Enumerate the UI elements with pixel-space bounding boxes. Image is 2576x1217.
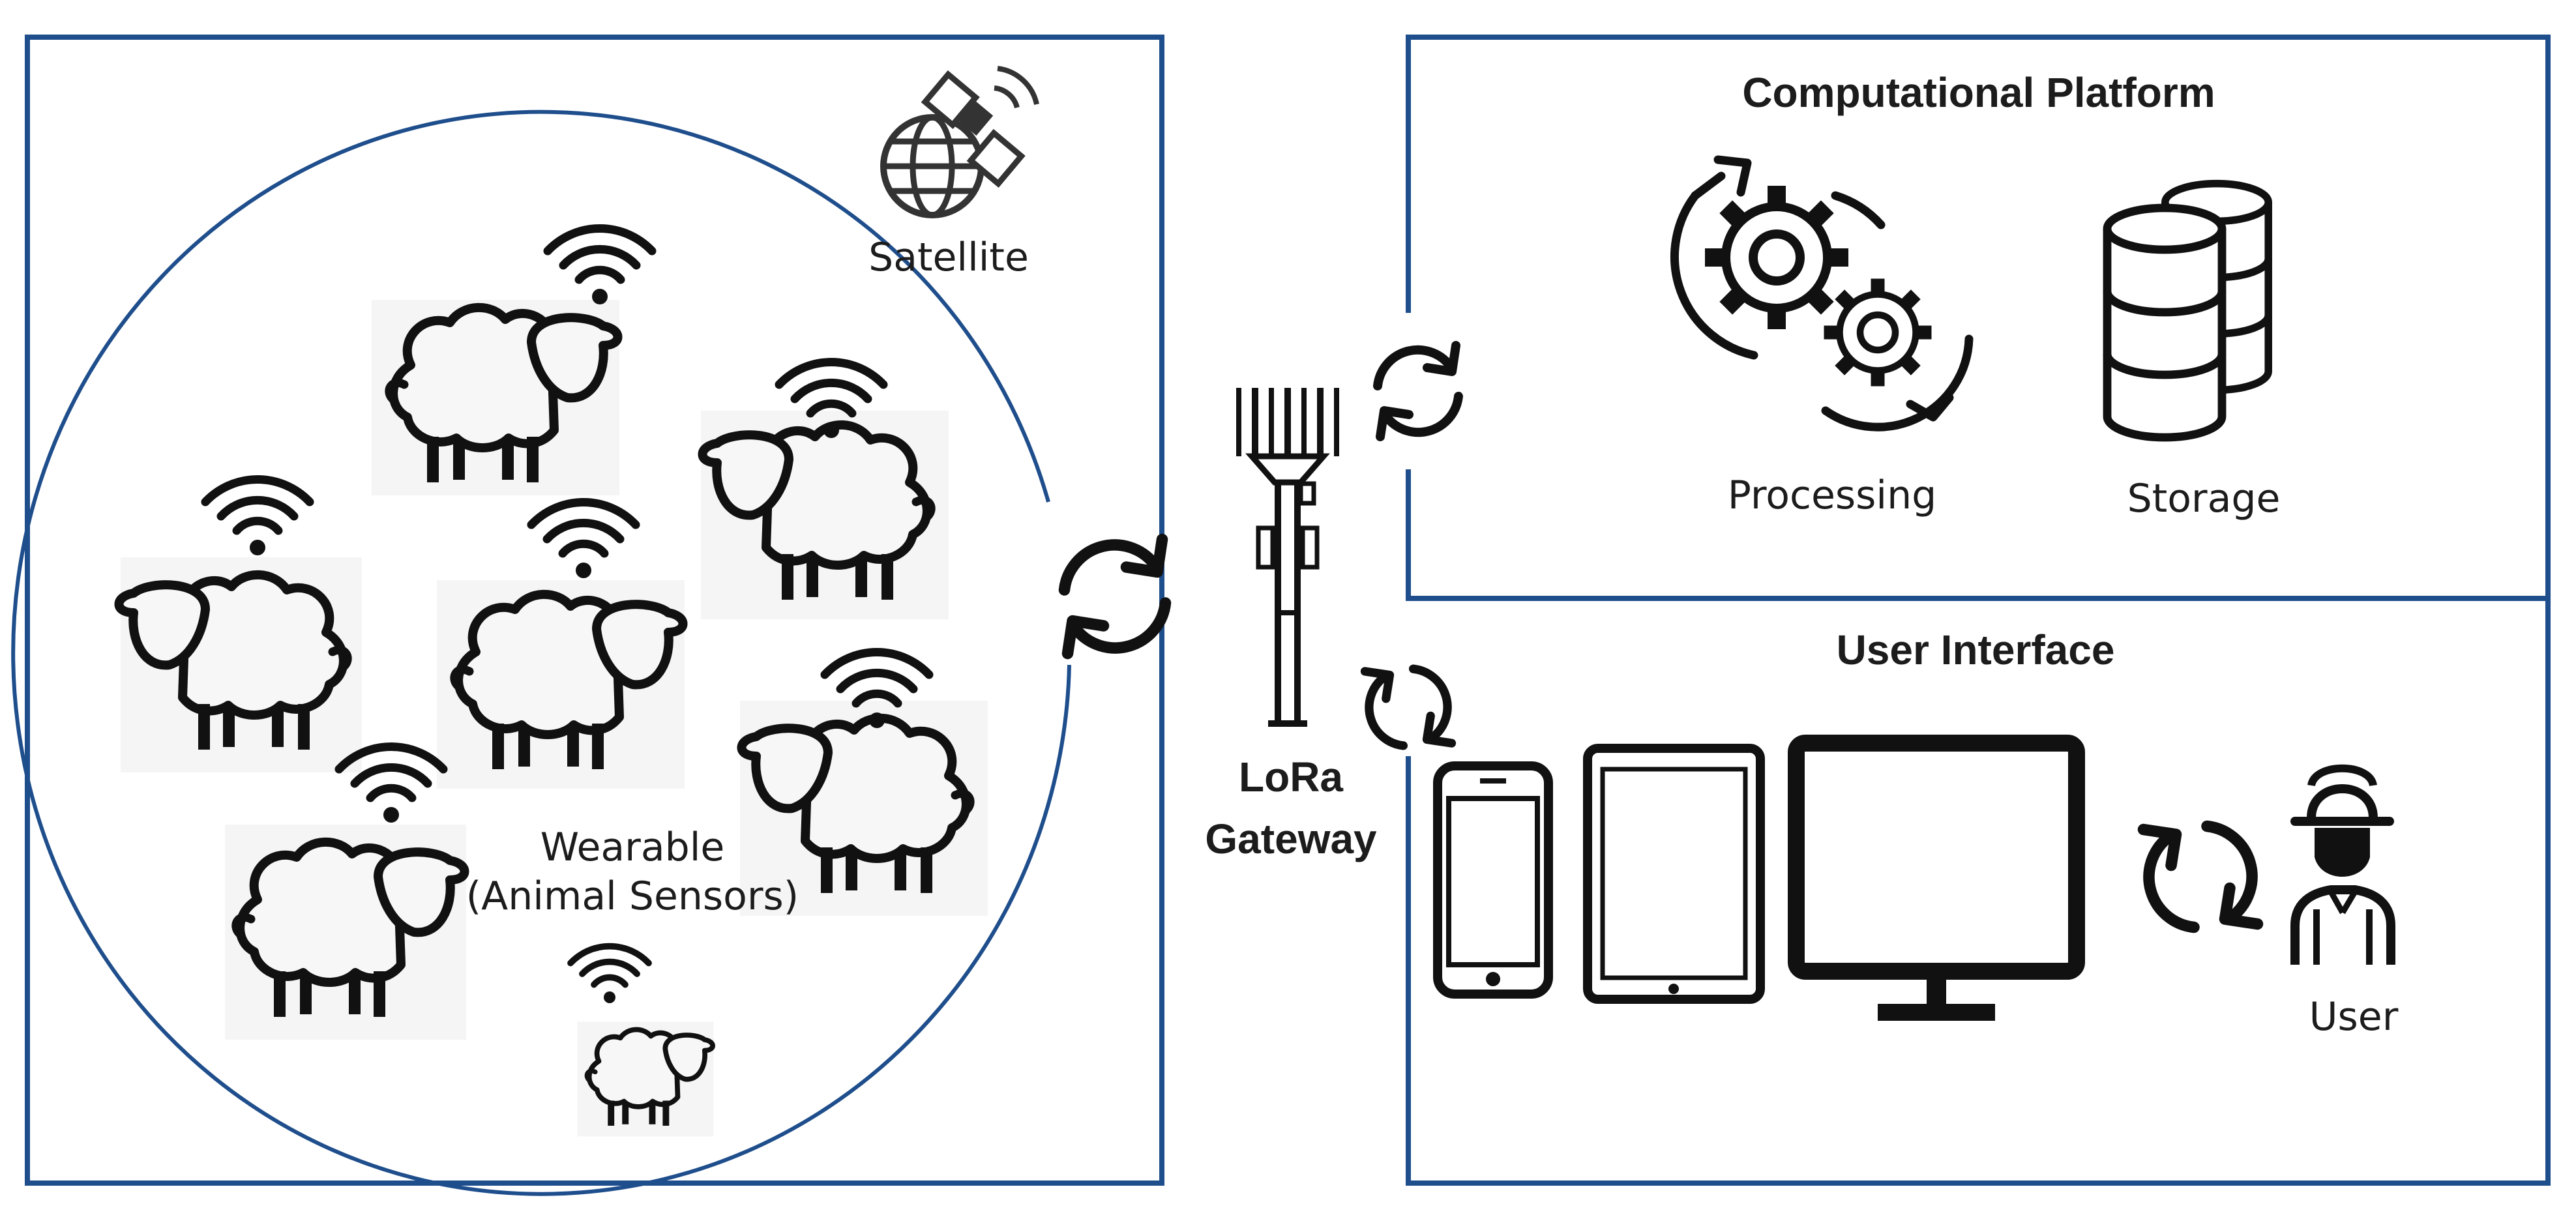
gateway-label-line1: LoRa xyxy=(1239,754,1343,800)
sheep-4 xyxy=(437,580,685,789)
animal-sensors-label: (Animal Sensors) xyxy=(466,873,799,919)
herd-boundary xyxy=(11,110,1071,1196)
user-interface-frame xyxy=(1406,596,2551,1186)
sync-arrows-icon xyxy=(1365,669,1452,746)
sheep-1 xyxy=(372,300,619,495)
gateway-label-line2: Gateway xyxy=(1205,815,1377,862)
sheep-group xyxy=(119,228,988,1137)
user-label: User xyxy=(2309,994,2399,1040)
monitor-icon xyxy=(1788,735,2085,1021)
user-interface-title: User Interface xyxy=(1836,626,2115,673)
cell-tower-icon xyxy=(1236,388,1339,727)
processing-label: Processing xyxy=(1727,473,1937,518)
wifi-icon xyxy=(570,946,649,1003)
sheep-3 xyxy=(119,557,362,772)
smartphone-icon xyxy=(1433,761,1553,999)
wifi-icon xyxy=(548,228,652,304)
gears-icon xyxy=(1670,155,1974,432)
computational-frame xyxy=(1406,35,2551,601)
sheep-2 xyxy=(701,411,949,619)
wifi-icon xyxy=(205,479,310,555)
computational-platform-title: Computational Platform xyxy=(1742,69,2215,116)
sync-arrows-icon xyxy=(1378,345,1458,437)
storage-label: Storage xyxy=(2127,476,2281,521)
sync-arrows-icon xyxy=(1065,540,1166,654)
wifi-icon xyxy=(339,746,443,823)
sheep-5 xyxy=(740,701,988,916)
wearable-label: Wearable xyxy=(540,825,725,870)
sheep-6 xyxy=(225,825,466,1040)
tablet-icon xyxy=(1583,744,1765,1004)
farmer-icon xyxy=(2290,764,2395,965)
sheep-7 xyxy=(577,1021,714,1137)
satellite-label: Satellite xyxy=(868,235,1029,280)
database-icon xyxy=(2107,184,2268,437)
wifi-icon xyxy=(531,502,636,578)
sync-arrows-icon xyxy=(2144,827,2258,928)
satellite-icon xyxy=(880,66,1039,218)
